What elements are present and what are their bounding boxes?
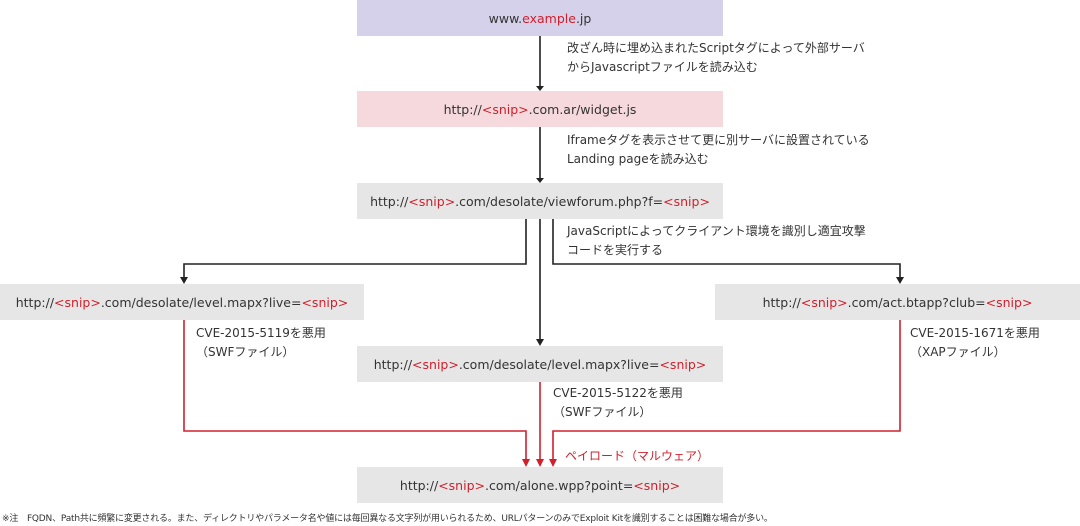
step2-label: Iframeタグを表示させて更に別サーバに設置されている Landing pag… — [567, 131, 870, 169]
node-exploit-left: http://<snip>.com/desolate/level.mapx?li… — [0, 284, 364, 320]
label-line: CVE-2015-5119を悪用 — [196, 326, 326, 340]
arrowhead — [536, 178, 544, 183]
step1-label: 改ざん時に埋め込まれたScriptタグによって外部サーバ からJavascrip… — [567, 39, 865, 77]
url-text: http:// — [399, 477, 439, 493]
footnote: ※注 FQDN、Path共に頻繁に変更される。また、ディレクトリやパラメータ名や… — [2, 514, 773, 524]
url-text: .jp — [575, 10, 592, 26]
label-line: Iframeタグを表示させて更に別サーバに設置されている — [567, 133, 870, 147]
arrowhead — [536, 339, 544, 346]
red-arrow-right-to-payload — [552, 320, 901, 462]
url-highlight: <snip> — [412, 356, 459, 372]
cve-left-label: CVE-2015-5119を悪用 （SWFファイル） — [196, 324, 326, 362]
url-highlight: <snip> — [985, 294, 1033, 310]
url-highlight: <snip> — [301, 294, 349, 310]
url-text: .com.ar/widget.js — [528, 101, 637, 117]
url-text: http:// — [373, 356, 413, 372]
arrow-landing-to-left — [183, 219, 527, 281]
node-landing-page: http://<snip>.com/desolate/viewforum.php… — [357, 183, 723, 219]
url-highlight: example — [522, 10, 576, 26]
arrowhead — [522, 459, 530, 467]
url-highlight: <snip> — [663, 193, 710, 209]
arrowhead — [536, 459, 544, 467]
url-text: http:// — [443, 101, 482, 117]
label-line: 改ざん時に埋め込まれたScriptタグによって外部サーバ — [567, 41, 865, 55]
url-text: http:// — [762, 294, 801, 310]
url-text: .com/desolate/viewforum.php?f= — [455, 193, 664, 209]
payload-label: ペイロード（マルウェア） — [565, 449, 710, 463]
arrowhead — [536, 86, 544, 91]
url-highlight: <snip> — [438, 477, 485, 493]
red-arrow-left-to-payload — [183, 320, 527, 462]
url-text: http:// — [370, 193, 409, 209]
label-line: Landing pageを読み込む — [567, 152, 709, 166]
url-text: .com/desolate/level.mapx?live= — [100, 294, 302, 310]
node-exploit-right: http://<snip>.com/act.btapp?club=<snip> — [715, 284, 1080, 320]
url-highlight: <snip> — [481, 101, 529, 117]
arrowhead — [549, 459, 557, 467]
cve-center-label: CVE-2015-5122を悪用 （SWFファイル） — [553, 384, 683, 422]
label-line: （XAPファイル） — [910, 345, 1006, 359]
label-line: コードを実行する — [567, 243, 664, 257]
node-exploit-center: http://<snip>.com/desolate/level.mapx?li… — [357, 346, 723, 382]
label-line: （SWFファイル） — [553, 405, 652, 419]
arrow-landing-to-right — [552, 219, 901, 281]
url-text: http:// — [15, 294, 55, 310]
url-highlight: <snip> — [800, 294, 848, 310]
label-line: （SWFファイル） — [196, 345, 295, 359]
url-text: .com/alone.wpp?point= — [484, 477, 634, 493]
label-line: からJavascriptファイルを読み込む — [567, 60, 758, 74]
url-text: .com/desolate/level.mapx?live= — [458, 356, 660, 372]
url-highlight: <snip> — [408, 193, 456, 209]
label-line: JavaScriptによってクライアント環境を識別し適宜攻撃 — [567, 224, 866, 238]
node-compromised-site: www.example.jp — [357, 0, 723, 36]
label-line: CVE-2015-1671を悪用 — [910, 326, 1040, 340]
arrowhead — [896, 277, 904, 284]
cve-right-label: CVE-2015-1671を悪用 （XAPファイル） — [910, 324, 1040, 362]
arrowhead — [180, 277, 188, 284]
url-highlight: <snip> — [659, 356, 707, 372]
url-highlight: <snip> — [633, 477, 681, 493]
url-highlight: <snip> — [54, 294, 101, 310]
step3-label: JavaScriptによってクライアント環境を識別し適宜攻撃 コードを実行する — [567, 222, 866, 260]
url-text: .com/act.btapp?club= — [847, 294, 986, 310]
url-text: www. — [488, 10, 523, 26]
node-widget-js: http://<snip>.com.ar/widget.js — [357, 91, 723, 127]
label-line: CVE-2015-5122を悪用 — [553, 386, 683, 400]
node-payload: http://<snip>.com/alone.wpp?point=<snip> — [357, 467, 723, 503]
